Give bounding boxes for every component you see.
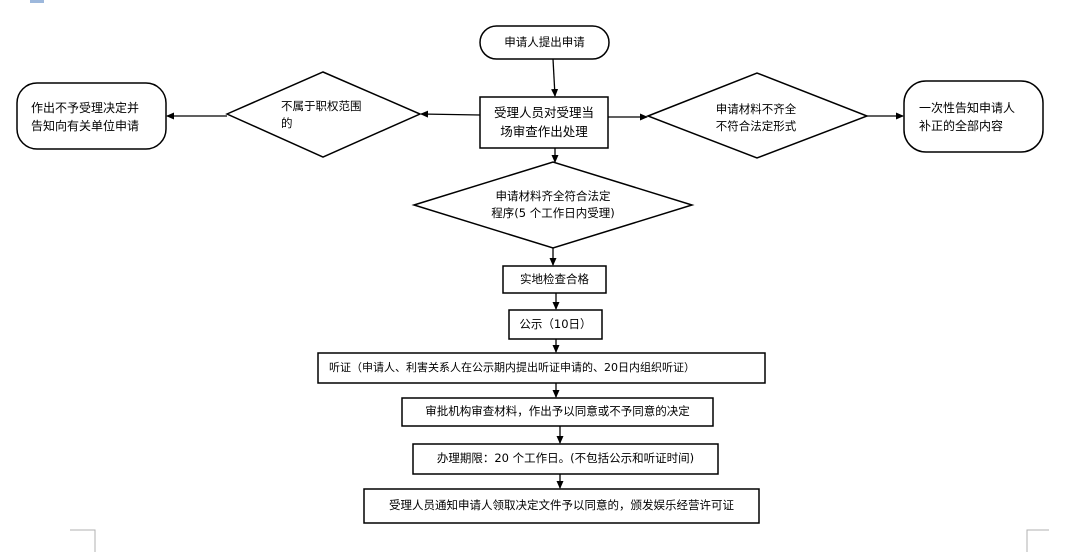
complete-label: 申请材料齐全符合法定 程序(5 个工作日内受理)	[491, 189, 615, 220]
hearing-node	[317, 352, 766, 384]
not-in-scope-label: 不属于职权范围 的	[281, 99, 362, 130]
deadline-label: 办理期限：20 个工作日。(不包括公示和听证时间)	[436, 451, 695, 465]
publicize-label: 公示（10日）	[519, 317, 592, 331]
reject-label: 作出不予受理决定并 告知向有关单位申请	[31, 101, 140, 133]
start-node	[479, 25, 610, 60]
notify-all-label: 一次性告知申请人 补正的全部内容	[919, 101, 1016, 133]
hearing-label: 听证（申请人、利害关系人在公示期内提出听证申请的、20日内组织听证）	[329, 361, 695, 374]
start-label: 申请人提出申请	[504, 35, 585, 49]
review-label: 受理人员对受理当 场审查作出处理	[493, 105, 594, 139]
complete-decision	[411, 161, 695, 249]
notify-final-label: 受理人员通知申请人领取决定文件予以同意的，颁发娱乐经营许可证	[389, 498, 734, 512]
not-in-scope-decision	[225, 71, 422, 158]
notify-final-node	[363, 488, 760, 524]
notify-all-node	[903, 80, 1044, 153]
review-node	[479, 96, 609, 149]
approval-node	[401, 397, 714, 427]
deadline-node	[412, 443, 719, 475]
page-corner-marks	[70, 529, 1049, 552]
inspect-node	[502, 265, 607, 294]
incomplete-label: 申请材料不齐全 不符合法定形式	[715, 102, 797, 133]
publicize-node	[508, 309, 603, 340]
approval-label: 审批机构审查材料，作出予以同意或不予同意的决定	[425, 404, 690, 418]
flow-arrows	[166, 58, 904, 489]
inspect-label: 实地检查合格	[520, 272, 589, 286]
top-left-mark	[30, 0, 44, 3]
